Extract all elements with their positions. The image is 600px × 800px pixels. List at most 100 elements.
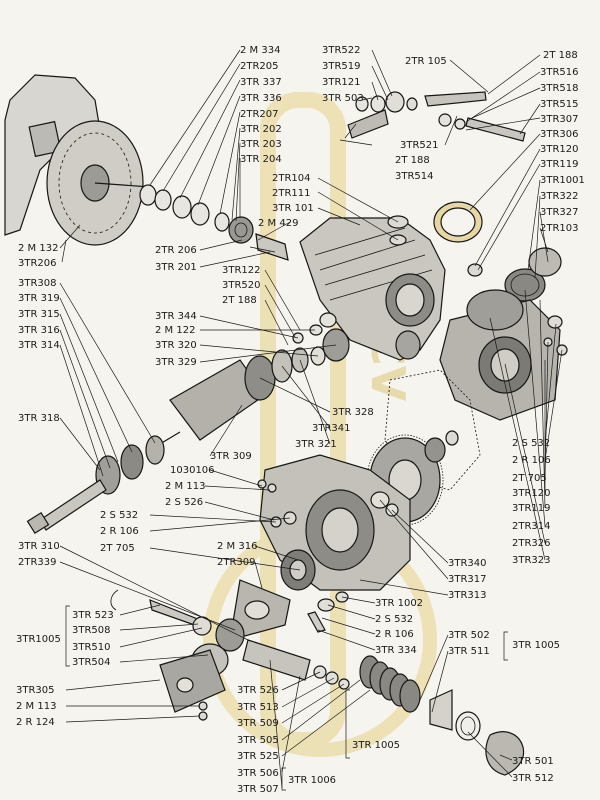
part-label: 3TR1001 [540,175,585,186]
part-label: 2 M 316 [217,541,257,552]
part-label: 3TR341 [312,423,351,434]
part-label: 3TR 320 [155,340,197,351]
part-label: 2 R 106 [375,629,414,640]
part-label: 2T 188 [543,50,578,61]
bracket-group-label: 3TR 1005 [512,640,560,651]
part-label: 3TR 502 [448,630,490,641]
part-label: 2T 705 [512,473,547,484]
part-label: 2TR309 [217,557,256,568]
part-label: 2T 705 [100,543,135,554]
part-label: 2 R 124 [16,717,55,728]
bracket-group-label: 3TR 1006 [288,775,336,786]
part-labels: 2 M 334 2TR205 3TR 337 3TR 336 2TR207 3T… [16,45,585,795]
part-label: 3TR 512 [512,773,554,784]
part-label: 3TR 505 [237,735,279,746]
part-label: 3TR519 [322,61,361,72]
part-label: 3TR121 [322,77,361,88]
part-label: 3TR119 [512,503,551,514]
part-label: 2T 188 [395,155,430,166]
part-label: 3TR 509 [237,718,279,729]
part-label: 2TR111 [272,188,311,199]
part-label: 3TR 203 [240,139,282,150]
part-label: 2TR207 [240,109,279,120]
bracket-group-label: 3TR 1005 [352,740,400,751]
part-label: 3TR 314 [18,340,60,351]
leader-lines [59,49,563,789]
part-label: 3TR 310 [18,541,60,552]
part-label: 3TR516 [540,67,579,78]
part-label: 3TR323 [512,555,551,566]
part-label: 3TR 316 [18,325,60,336]
part-label: 3TR120 [540,144,579,155]
part-label: 2 R 106 [100,526,139,537]
part-label: 3TR 513 [237,702,279,713]
part-label: 3TR 525 [237,751,279,762]
bracket-group-label: 3TR1005 [16,634,61,645]
part-label: 3TR 319 [18,293,60,304]
part-label: 3TR510 [72,642,111,653]
parts-artwork [4,74,568,776]
part-label: 3TR508 [72,625,111,636]
part-label: 3TR 501 [512,756,554,767]
part-label: 2 S 532 [100,510,138,521]
part-label: 3TR 507 [237,784,279,795]
part-label: 3TR 344 [155,311,197,322]
part-label: 2TR326 [512,538,551,549]
part-label: 3TR 318 [18,413,60,424]
part-label: 2 M 429 [258,218,298,229]
part-label: 3TR 204 [240,154,282,165]
part-label: 3TR 309 [210,451,252,462]
part-label: 3TR327 [540,207,579,218]
part-label: 3TR206 [18,258,57,269]
part-label: 2 S 532 [375,614,413,625]
part-label: 3TR313 [448,590,487,601]
part-label: 3TR340 [448,558,487,569]
part-label: 3TR306 [540,129,579,140]
part-label: 2TR205 [240,61,279,72]
part-label: 3TR514 [395,171,434,182]
part-label: 3TR518 [540,83,579,94]
part-label: 3TR521 [400,140,439,151]
part-label: 2T 188 [222,295,257,306]
part-label: 3TR 1002 [375,598,423,609]
part-label: 3TR 202 [240,124,282,135]
part-label: 2TR339 [18,557,57,568]
part-label: 3TR122 [222,265,261,276]
part-label: 3TR 328 [332,407,374,418]
part-label: 3TR522 [322,45,361,56]
part-label: 3TR 321 [295,439,337,450]
part-label: 3TR 526 [237,685,279,696]
part-label: 2 M 132 [18,243,58,254]
part-label: 2 M 122 [155,325,195,336]
part-label: 2TR104 [272,173,311,184]
part-label: 3TR 511 [448,646,490,657]
part-label: 2 S 526 [165,497,203,508]
part-label: 2TR103 [540,223,579,234]
part-label: 3TR322 [540,191,579,202]
brackets [65,605,508,791]
part-label: 2 S 532 [512,438,550,449]
part-label: 2 M 334 [240,45,280,56]
part-label: 2 R 106 [512,455,551,466]
part-label: 3TR119 [540,159,579,170]
part-label: 3TR317 [448,574,487,585]
part-label: 2TR 206 [155,245,197,256]
part-label: 3TR120 [512,488,551,499]
part-label: 3TR 506 [237,768,279,779]
part-label: 3TR 334 [375,645,417,656]
part-label: 1030106 [170,465,215,476]
part-label: 2 M 113 [165,481,205,492]
part-label: 3TR 523 [72,610,114,621]
part-label: 2TR314 [512,521,551,532]
part-label: 3TR515 [540,99,579,110]
part-label: 2TR 105 [405,56,447,67]
part-label: 3TR 503 [322,93,364,104]
part-label: 3TR 336 [240,93,282,104]
part-label: 3TR305 [16,685,55,696]
part-label: 3TR 337 [240,77,282,88]
part-label: 3TR520 [222,280,261,291]
part-label: 3TR 329 [155,357,197,368]
part-label: 3TR308 [18,278,57,289]
